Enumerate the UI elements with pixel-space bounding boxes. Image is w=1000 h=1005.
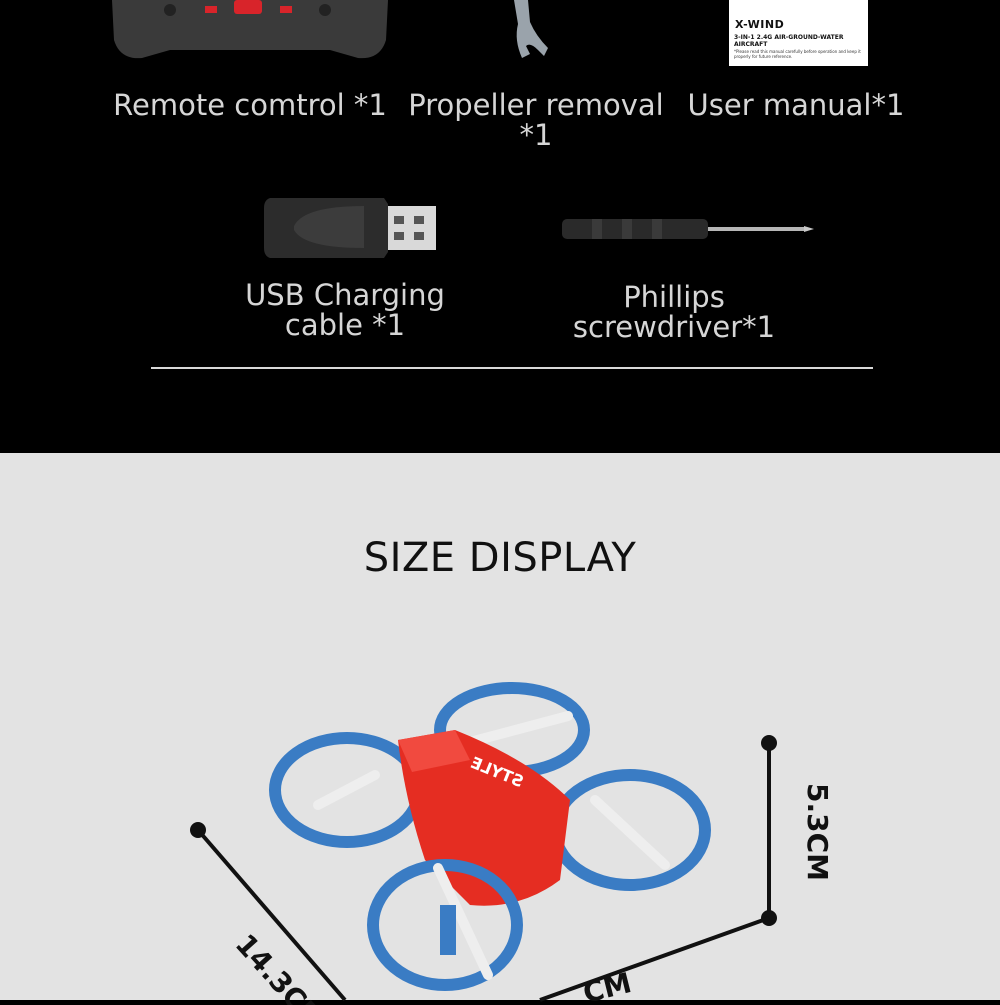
size-display-title: SIZE DISPLAY xyxy=(363,535,637,581)
screwdriver-image xyxy=(562,219,814,239)
propeller-label-line2: *1 xyxy=(519,118,553,152)
usb-cable-image xyxy=(264,198,436,258)
usb-label-line2: cable *1 xyxy=(284,308,406,342)
length-dimension-label: 14.3CM xyxy=(229,928,332,1005)
screwdriver-label-line1: Phillips xyxy=(623,280,725,314)
manual-note: *Please read this manual carefully befor… xyxy=(734,49,861,59)
propeller-removal-tool-image xyxy=(514,0,548,58)
section-divider xyxy=(151,367,873,369)
usb-label-line1: USB Charging xyxy=(245,278,445,312)
user-manual-image: X-WIND 3-IN-1 2.4G AIR-GROUND-WATER AIRC… xyxy=(729,0,868,66)
manual-subtitle-2: AIRCRAFT xyxy=(734,41,768,48)
package-contents-section: X-WIND 3-IN-1 2.4G AIR-GROUND-WATER AIRC… xyxy=(0,0,1000,453)
remote-controller-image xyxy=(112,0,388,59)
remote-label: Remote comtrol *1 xyxy=(113,88,387,122)
propeller-label-line1: Propeller removal xyxy=(408,88,664,122)
size-display-section xyxy=(0,453,1000,1000)
manual-brand: X-WIND xyxy=(735,18,785,31)
height-text: 5.3CM xyxy=(801,783,834,881)
screwdriver-label-line2: screwdriver*1 xyxy=(572,310,776,344)
height-dimension-label: 5.3CM xyxy=(801,783,834,881)
manual-label: User manual*1 xyxy=(687,88,905,122)
manual-subtitle: 3-IN-1 2.4G AIR-GROUND-WATER xyxy=(734,34,844,41)
